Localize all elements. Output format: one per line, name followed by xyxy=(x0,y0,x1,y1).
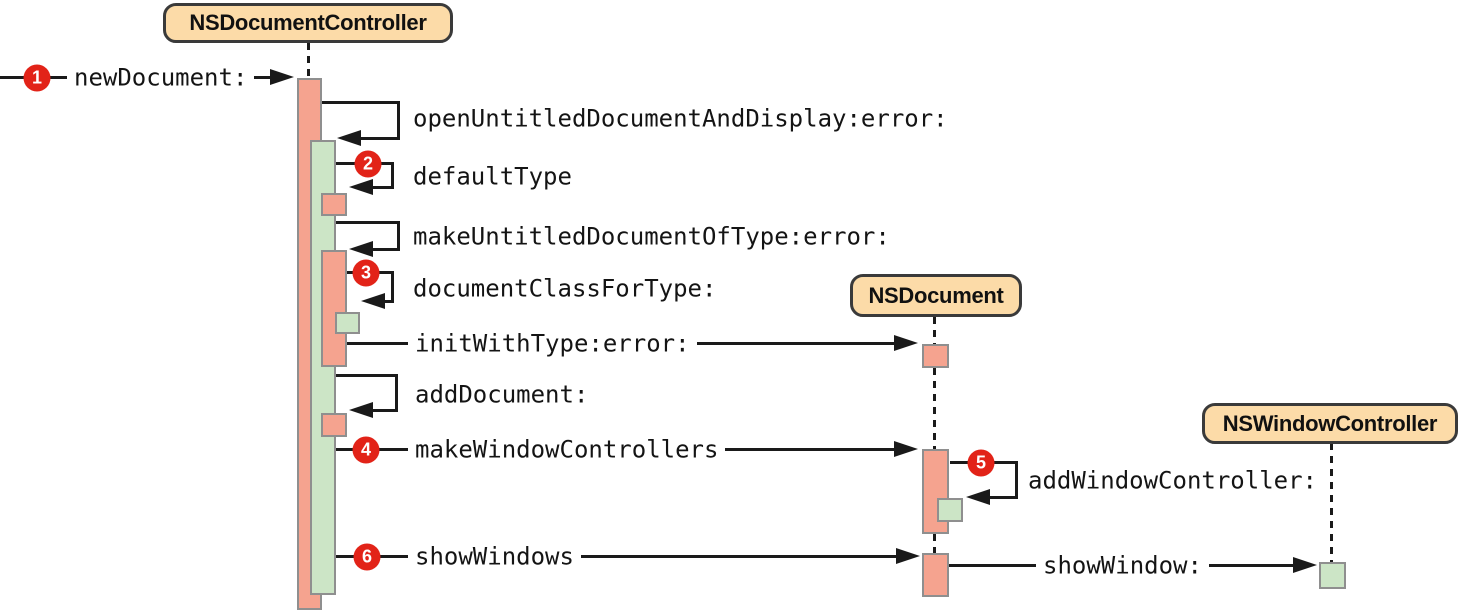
selfcall-adddocument-return xyxy=(371,409,398,412)
message-label-openuntitled: openUntitledDocumentAndDisplay:error: xyxy=(413,104,948,133)
message-label-makewindowcontrollers: makeWindowControllers xyxy=(408,437,726,463)
lifeline-nsdocument-seg2 xyxy=(933,368,936,449)
selfcall-addwindowcontroller-return xyxy=(990,496,1018,499)
arrowhead-newdocument xyxy=(270,69,294,85)
return-arrowhead-openuntitled xyxy=(337,130,361,146)
lifeline-nsdocument-seg3 xyxy=(933,534,936,553)
selfcall-docclass-return xyxy=(381,300,394,303)
lifeline-nswindowcontroller xyxy=(1330,443,1333,562)
message-label-addwindowcontroller: addWindowController: xyxy=(1028,466,1317,495)
activation-makeuntitled xyxy=(321,250,347,367)
selfcall-open-return xyxy=(358,137,400,140)
activation-initwithtype xyxy=(922,344,949,368)
arrowhead-showwindow xyxy=(1293,557,1317,573)
activation-adddocument-result xyxy=(321,413,347,437)
selfcall-defaulttype-return xyxy=(371,186,394,189)
actor-box-nswindowcontroller: NSWindowController xyxy=(1202,403,1458,444)
arrow-line-showwindows xyxy=(336,555,896,558)
selfcall-addwindowcontroller-right xyxy=(1015,461,1018,499)
actor-label: NSDocument xyxy=(868,282,1004,308)
message-label-adddocument: addDocument: xyxy=(415,380,589,409)
lifeline-nsdocumentcontroller xyxy=(307,43,310,77)
step-badge-1: 1 xyxy=(23,64,51,92)
return-arrowhead-addwindowcontroller xyxy=(966,489,990,505)
return-arrowhead-defaulttype xyxy=(349,179,373,195)
activation-showwindows xyxy=(922,553,949,597)
arrowhead-makewindowcontrollers xyxy=(894,441,918,457)
step-badge-2: 2 xyxy=(354,150,382,178)
return-arrowhead-makeuntitled xyxy=(349,241,373,257)
return-arrowhead-docclass xyxy=(361,293,385,309)
selfcall-makeuntitled-right xyxy=(397,221,400,251)
message-label-defaulttype: defaultType xyxy=(413,162,572,191)
selfcall-makeuntitled-return xyxy=(371,248,400,251)
arrowhead-initwithtype xyxy=(894,335,918,351)
selfcall-adddocument-right xyxy=(395,374,398,412)
step-badge-5: 5 xyxy=(967,449,995,477)
lifeline-nsdocument-seg1 xyxy=(933,317,936,344)
arrowhead-showwindows xyxy=(896,548,920,564)
selfcall-adddocument-top xyxy=(336,374,398,377)
actor-box-nsdocumentcontroller: NSDocumentController xyxy=(163,3,453,43)
actor-label: NSWindowController xyxy=(1222,410,1438,436)
selfcall-open-right xyxy=(397,101,400,140)
step-badge-4: 4 xyxy=(352,436,380,464)
activation-docclass-result xyxy=(335,312,360,334)
message-label-initwithtype: initWithType:error: xyxy=(408,331,697,357)
message-label-showwindows: showWindows xyxy=(408,544,581,570)
selfcall-open-top xyxy=(322,101,400,104)
activation-defaulttype-result xyxy=(321,193,347,216)
message-label-showwindow: showWindow: xyxy=(1036,553,1209,579)
activation-showwindow-result xyxy=(1319,562,1346,589)
actor-label: NSDocumentController xyxy=(189,10,427,35)
return-arrowhead-adddocument xyxy=(349,402,373,418)
selfcall-makeuntitled-top xyxy=(336,221,400,224)
message-label-newdocument: newDocument: xyxy=(67,65,255,91)
selfcall-docclass-right xyxy=(391,271,394,303)
message-label-docclass: documentClassForType: xyxy=(413,274,717,303)
actor-box-nsdocument: NSDocument xyxy=(850,274,1022,317)
step-badge-6: 6 xyxy=(353,543,381,571)
step-badge-3: 3 xyxy=(352,259,380,287)
activation-addwindowcontroller-result xyxy=(937,498,963,522)
selfcall-defaulttype-right xyxy=(391,162,394,189)
message-label-makeuntitled: makeUntitledDocumentOfType:error: xyxy=(413,222,890,251)
